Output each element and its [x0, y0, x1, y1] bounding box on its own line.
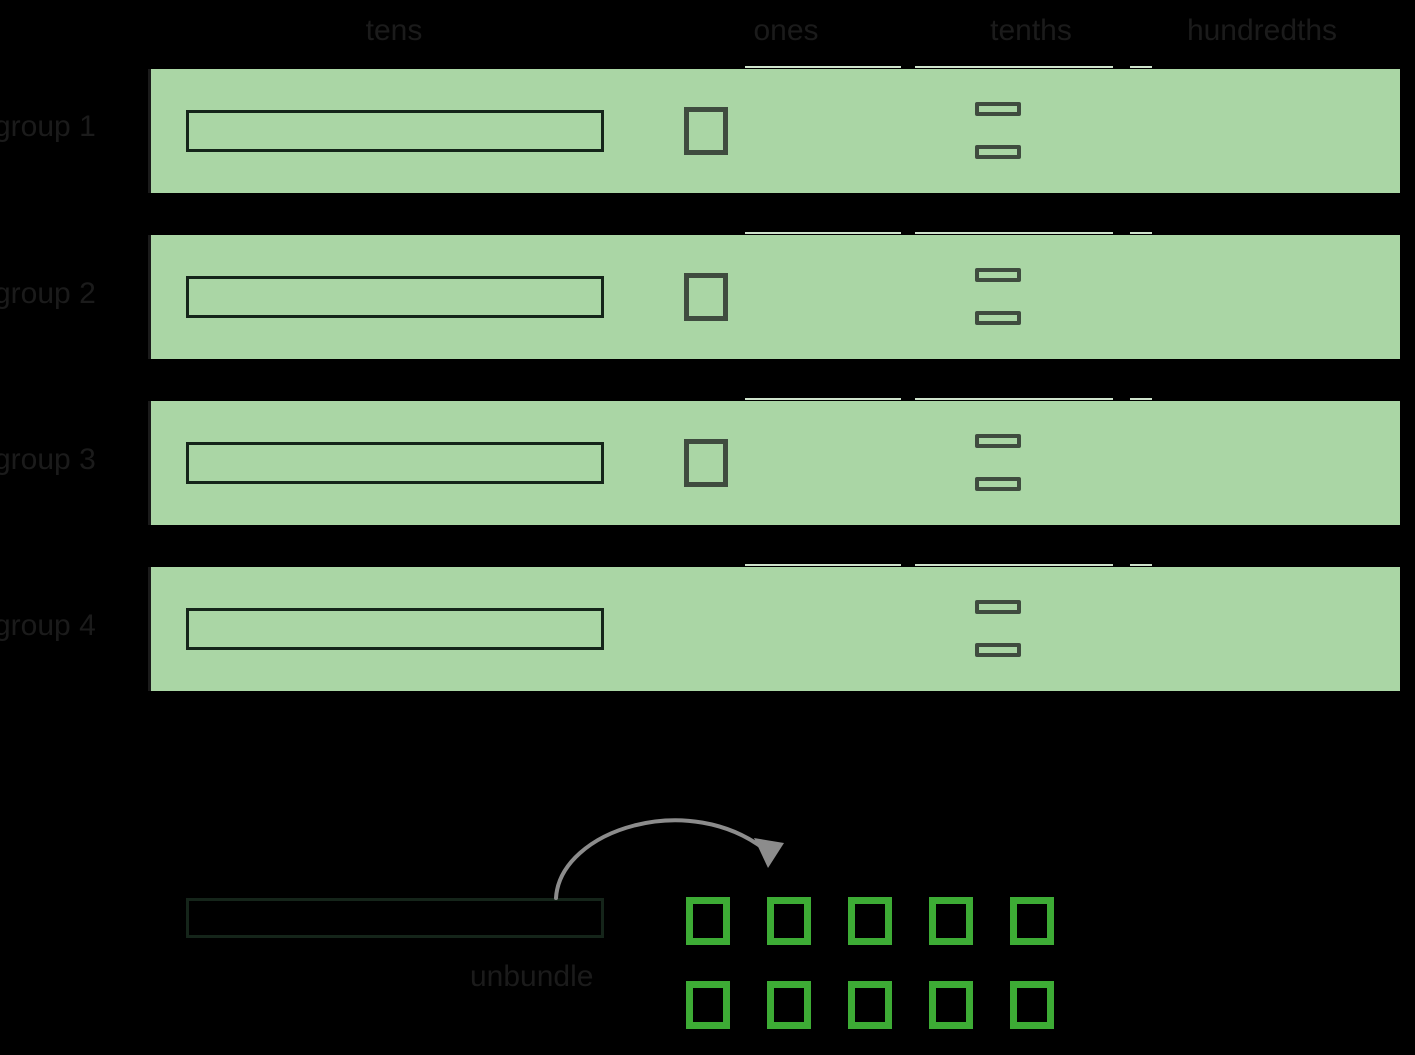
row-label-group-2: group 2 [0, 277, 96, 310]
unbundle-tens-rod[interactable] [186, 898, 604, 938]
column-divider-tick-hundredths [1130, 564, 1152, 566]
chart-left-rule-group-4 [148, 567, 151, 691]
tens-rod[interactable] [186, 110, 604, 152]
column-divider-tick-ones [745, 564, 902, 566]
column-divider-tick-hundredths [1130, 398, 1152, 400]
column-divider-tick-hundredths [1130, 232, 1152, 234]
column-header-hundredths: hundredths [1186, 14, 1338, 47]
unbundled-unit-square[interactable] [686, 981, 730, 1029]
column-divider-tick-hundredths [1130, 66, 1152, 68]
tens-rod[interactable] [186, 442, 604, 484]
unbundled-unit-square[interactable] [686, 897, 730, 945]
column-header-tenths: tenths [990, 14, 1072, 47]
chart-left-rule-group-2 [148, 235, 151, 359]
column-header-ones: ones [753, 14, 819, 47]
column-divider-tick-tenths [915, 232, 1113, 234]
tenths-mark[interactable] [975, 145, 1021, 159]
chart-left-rule-group-3 [148, 401, 151, 525]
tenths-mark[interactable] [975, 268, 1021, 282]
unbundled-unit-square[interactable] [848, 981, 892, 1029]
tenths-mark[interactable] [975, 102, 1021, 116]
row-label-group-3: group 3 [0, 443, 96, 476]
row-label-group-1: group 1 [0, 110, 96, 143]
unbundled-unit-square[interactable] [848, 897, 892, 945]
column-divider-tick-tenths [915, 398, 1113, 400]
tenths-mark[interactable] [975, 643, 1021, 657]
column-header-tens: tens [365, 14, 423, 47]
unbundled-unit-square[interactable] [1010, 981, 1054, 1029]
row-label-group-4: group 4 [0, 609, 96, 642]
tenths-mark[interactable] [975, 600, 1021, 614]
tens-rod[interactable] [186, 608, 604, 650]
chart-left-rule-group-1 [148, 69, 151, 193]
unbundled-unit-square[interactable] [929, 897, 973, 945]
column-divider-tick-tenths [915, 564, 1113, 566]
ones-unit[interactable] [684, 439, 728, 487]
column-divider-tick-ones [745, 66, 902, 68]
tenths-mark[interactable] [975, 477, 1021, 491]
ones-unit[interactable] [684, 273, 728, 321]
column-divider-tick-ones [745, 398, 902, 400]
unbundled-unit-square[interactable] [1010, 897, 1054, 945]
unbundled-unit-square[interactable] [767, 981, 811, 1029]
tenths-mark[interactable] [975, 434, 1021, 448]
unbundle-label: unbundle [470, 960, 594, 993]
ones-unit[interactable] [684, 107, 728, 155]
column-divider-tick-tenths [915, 66, 1113, 68]
unbundled-unit-square[interactable] [929, 981, 973, 1029]
tenths-mark[interactable] [975, 311, 1021, 325]
tens-rod[interactable] [186, 276, 604, 318]
unbundled-unit-square[interactable] [767, 897, 811, 945]
column-divider-tick-ones [745, 232, 902, 234]
